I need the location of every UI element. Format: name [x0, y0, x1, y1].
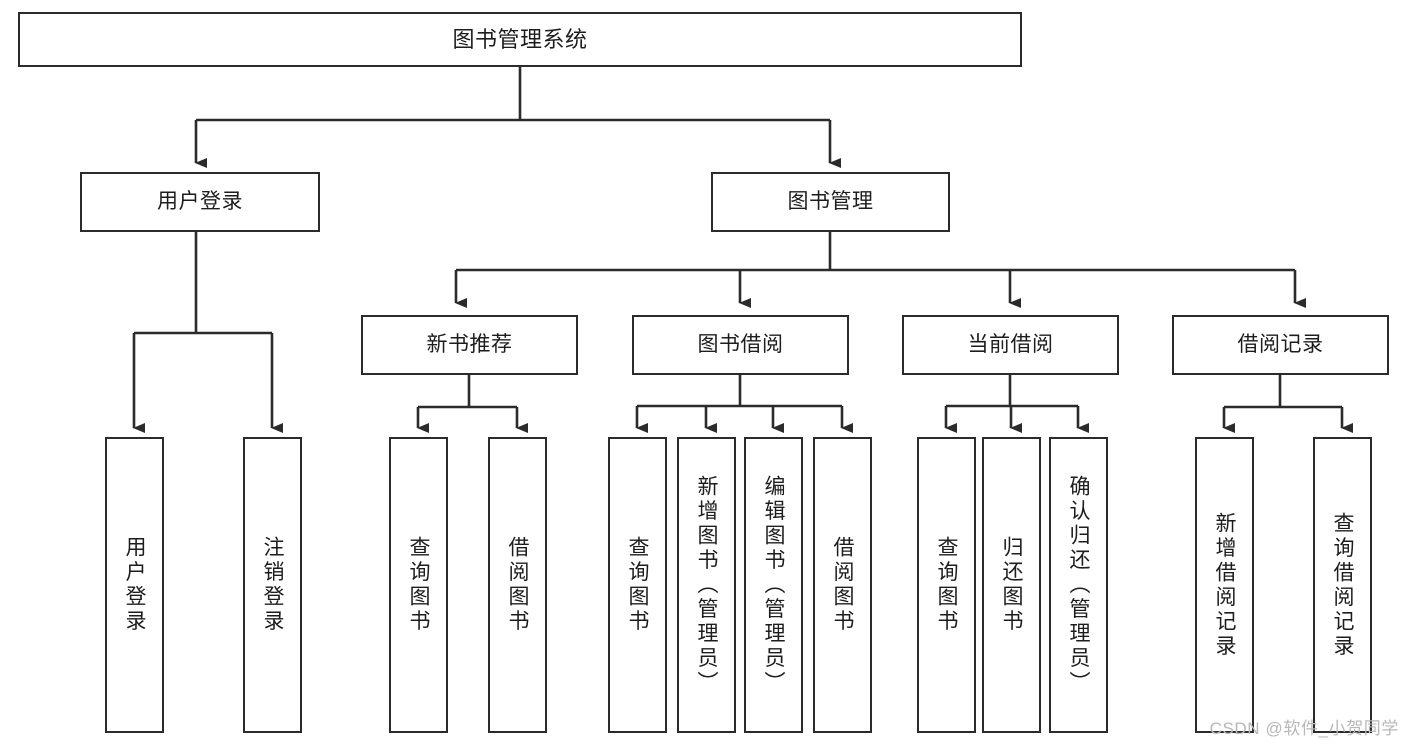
node-book-manage-label: 图书管理 — [787, 189, 874, 213]
node-leaf-confirm-return[interactable]: 确认归还（管理员） — [1049, 437, 1108, 733]
watermark: CSDN @软件_小贺同学 — [1209, 719, 1399, 738]
node-leaf-logout-login[interactable]: 注销登录 — [243, 437, 302, 733]
node-book-manage[interactable]: 图书管理 — [711, 172, 950, 232]
node-leaf-query-book-2[interactable]: 查询图书 — [608, 437, 667, 733]
node-leaf-add-book[interactable]: 新增图书（管理员） — [677, 437, 736, 733]
node-leaf-confirm-return-label: 确认归还（管理员） — [1067, 474, 1090, 696]
node-leaf-edit-book[interactable]: 编辑图书（管理员） — [744, 437, 803, 733]
node-leaf-query-book-1[interactable]: 查询图书 — [389, 437, 448, 733]
node-leaf-query-record[interactable]: 查询借阅记录 — [1313, 437, 1372, 733]
node-leaf-query-book-3-label: 查询图书 — [935, 536, 958, 634]
node-book-borrow-label: 图书借阅 — [697, 332, 784, 356]
node-root[interactable]: 图书管理系统 — [18, 12, 1022, 67]
node-borrow-record-label: 借阅记录 — [1237, 332, 1324, 356]
node-leaf-add-record[interactable]: 新增借阅记录 — [1195, 437, 1254, 733]
node-leaf-logout-login-label: 注销登录 — [261, 536, 284, 634]
node-leaf-user-login[interactable]: 用户登录 — [105, 437, 164, 733]
node-leaf-query-record-label: 查询借阅记录 — [1331, 511, 1354, 659]
node-current-borrow-label: 当前借阅 — [967, 332, 1054, 356]
node-leaf-return-book[interactable]: 归还图书 — [982, 437, 1041, 733]
node-new-book-recommend[interactable]: 新书推荐 — [361, 315, 578, 375]
node-leaf-edit-book-label: 编辑图书（管理员） — [762, 474, 785, 696]
node-leaf-add-book-label: 新增图书（管理员） — [695, 474, 718, 696]
node-leaf-query-book-1-label: 查询图书 — [407, 536, 430, 634]
node-current-borrow[interactable]: 当前借阅 — [902, 315, 1119, 375]
node-root-label: 图书管理系统 — [452, 26, 588, 52]
node-leaf-borrow-book-1[interactable]: 借阅图书 — [488, 437, 547, 733]
node-leaf-borrow-book-1-label: 借阅图书 — [506, 536, 529, 634]
node-leaf-query-book-3[interactable]: 查询图书 — [917, 437, 976, 733]
node-book-borrow[interactable]: 图书借阅 — [632, 315, 849, 375]
node-new-book-recommend-label: 新书推荐 — [426, 332, 513, 356]
node-user-login[interactable]: 用户登录 — [80, 172, 320, 232]
node-leaf-add-record-label: 新增借阅记录 — [1213, 511, 1236, 659]
node-user-login-label: 用户登录 — [157, 189, 243, 213]
node-leaf-user-login-label: 用户登录 — [123, 536, 146, 634]
node-leaf-borrow-book-2[interactable]: 借阅图书 — [813, 437, 872, 733]
node-leaf-query-book-2-label: 查询图书 — [626, 536, 649, 634]
node-leaf-return-book-label: 归还图书 — [1000, 536, 1023, 634]
node-leaf-borrow-book-2-label: 借阅图书 — [831, 536, 854, 634]
node-borrow-record[interactable]: 借阅记录 — [1172, 315, 1389, 375]
